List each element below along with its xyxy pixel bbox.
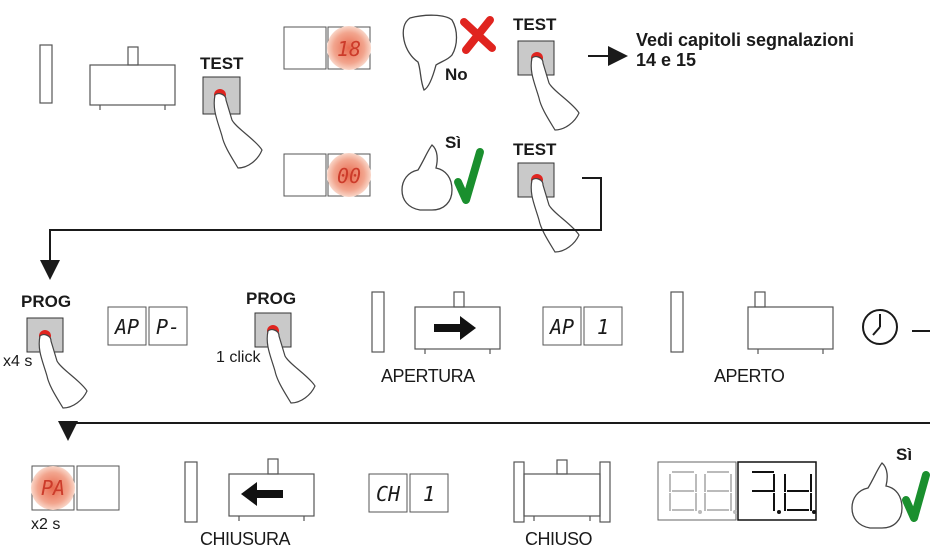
- check-mark-icon-1: [454, 148, 484, 204]
- state-apertura: APERTURA: [381, 366, 475, 386]
- si-label-2: Sì: [896, 445, 913, 464]
- x-mark-icon: [460, 16, 496, 54]
- display-ap-1: [542, 306, 623, 346]
- finger-icon-5: [266, 329, 316, 404]
- no-label: No: [445, 65, 468, 84]
- state-chiusura: CHIUSURA: [200, 529, 291, 549]
- prog-label-1: PROG: [21, 292, 72, 311]
- finger-icon-3: [530, 178, 580, 253]
- display-ap-p: [107, 306, 188, 346]
- thumb-up-icon: [401, 144, 453, 211]
- display-pa: [31, 465, 120, 511]
- finger-icon-2: [530, 56, 580, 131]
- display-ap-right: P-: [155, 315, 181, 339]
- note-line-2: 14 e 15: [636, 50, 697, 70]
- gate-diagram-closed-final: [513, 459, 611, 523]
- arrow-right-icon: [434, 316, 476, 340]
- finger-icon-4: [38, 334, 88, 409]
- display-pa-code: PA: [40, 476, 66, 500]
- thumb-up-icon-2: [851, 462, 903, 529]
- clock-icon: [862, 309, 898, 345]
- arrow-left-icon: [241, 482, 283, 506]
- prog-label-2: PROG: [246, 289, 297, 308]
- check-mark-icon-2: [902, 471, 930, 522]
- display-ok: [283, 153, 371, 197]
- display-ap1-left: AP: [549, 315, 575, 339]
- display-ap-left: AP: [114, 315, 140, 339]
- display-ap1-right: 1: [596, 315, 610, 339]
- gate-diagram-closing: [184, 458, 315, 523]
- press-1click: 1 click: [216, 349, 261, 366]
- thumb-down-icon: [402, 14, 458, 91]
- finger-icon-1: [213, 93, 263, 169]
- test-label-3: TEST: [513, 140, 557, 159]
- display-error: [283, 26, 371, 70]
- gate-diagram-opening: [371, 291, 501, 354]
- display-ch-1: [368, 473, 449, 513]
- note-line-1: Vedi capitoli segnalazioni: [636, 30, 855, 50]
- state-chiuso: CHIUSO: [525, 529, 593, 549]
- display-code-error: 18: [336, 37, 362, 61]
- state-aperto: APERTO: [714, 366, 785, 386]
- gate-diagram-open: [670, 291, 834, 354]
- flow-connector-1: [40, 177, 602, 280]
- display-ch-right: 1: [422, 482, 436, 506]
- test-label-1: TEST: [200, 54, 244, 73]
- press-x2s: x2 s: [31, 516, 61, 533]
- si-label-1: Sì: [445, 133, 462, 152]
- test-label-2: TEST: [513, 15, 557, 34]
- press-x4s: x4 s: [3, 353, 33, 370]
- gate-diagram-closed: [39, 44, 176, 110]
- display-code-ok: 00: [336, 164, 362, 188]
- display-ch-left: CH: [375, 482, 401, 506]
- flow-connector-2: [58, 421, 930, 441]
- display-all-segments: [657, 461, 817, 521]
